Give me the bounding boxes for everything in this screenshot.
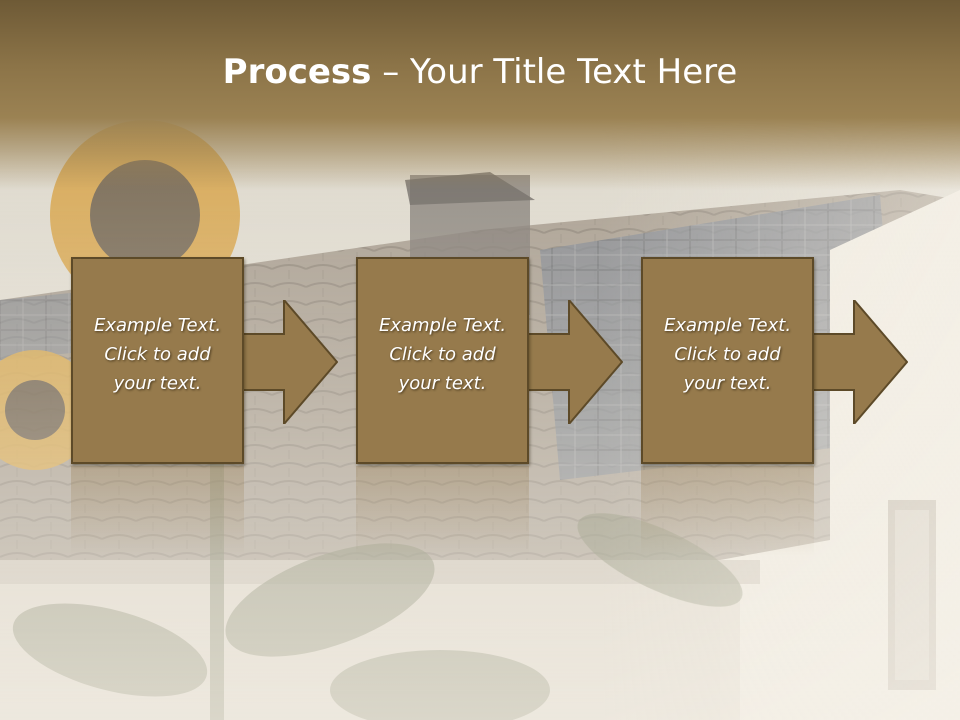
step-3-box[interactable]: Example Text. Click to add your text. <box>641 257 814 464</box>
title-band <box>0 0 960 190</box>
step-3-text[interactable]: Example Text. Click to add your text. <box>663 315 792 394</box>
step-3-reflection <box>641 466 814 556</box>
step-2-text[interactable]: Example Text. Click to add your text. <box>378 315 507 394</box>
step-2-box[interactable]: Example Text. Click to add your text. <box>356 257 529 464</box>
title-separator: – <box>371 52 411 92</box>
step-1-reflection <box>71 466 244 556</box>
step-1-box[interactable]: Example Text. Click to add your text. <box>71 257 244 464</box>
step-1-text[interactable]: Example Text. Click to add your text. <box>93 315 222 394</box>
slide-title[interactable]: Process – Your Title Text Here <box>0 52 960 92</box>
title-rest: Your Title Text Here <box>410 52 738 92</box>
title-bold: Process <box>222 52 372 92</box>
step-2-reflection <box>356 466 529 556</box>
